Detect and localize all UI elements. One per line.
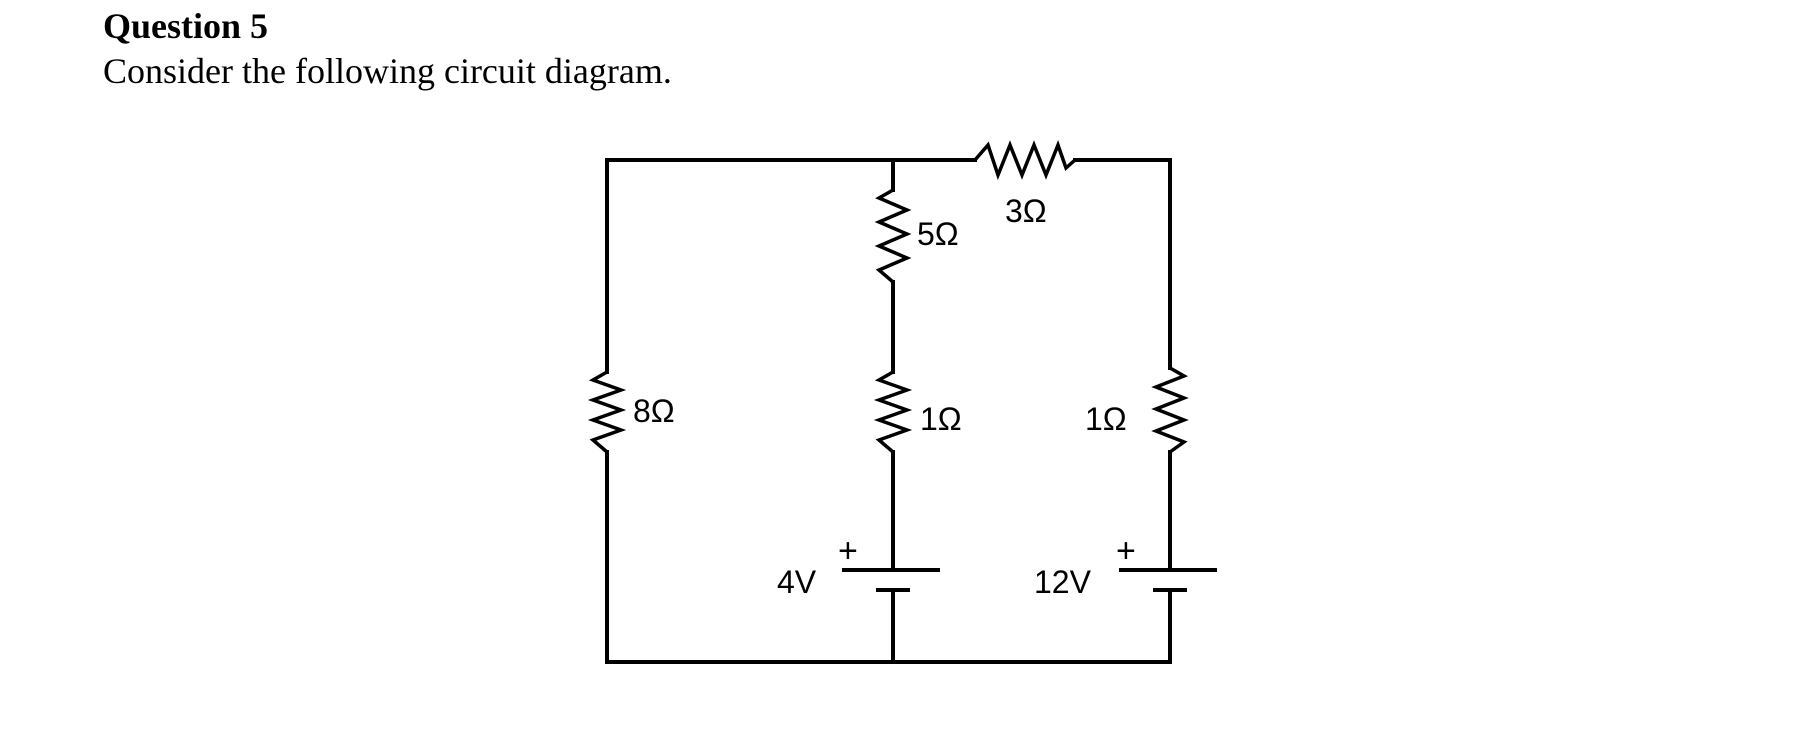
resistor-middle-bottom-zigzag (873, 370, 913, 454)
resistor-middle-top-zigzag (874, 188, 912, 284)
battery-right (1119, 568, 1217, 592)
resistor-right-zigzag (1151, 366, 1189, 454)
battery-middle-positive-sign: + (838, 532, 858, 570)
resistor-left-zigzag (587, 370, 627, 454)
battery-right-positive-sign: + (1116, 532, 1136, 570)
battery-middle-label: 4V (777, 564, 817, 600)
question-title: Question 5 (103, 6, 269, 46)
resistor-middle-bottom-label: 1Ω (920, 401, 962, 437)
wire-top-right (1073, 158, 1172, 370)
battery-right-label: 12V (1034, 564, 1092, 600)
battery-middle (842, 568, 940, 592)
resistor-top-zigzag (973, 140, 1077, 181)
resistor-left-label: 8Ω (633, 393, 675, 429)
question-prompt: Consider the following circuit diagram. (103, 51, 672, 91)
resistor-top-label: 3Ω (1005, 193, 1047, 229)
resistor-left (587, 370, 627, 454)
circuit-wires (605, 158, 1172, 664)
resistor-middle-top-label: 5Ω (917, 216, 959, 252)
resistor-middle-top (874, 188, 912, 284)
resistor-right (1151, 366, 1189, 454)
resistor-right-label: 1Ω (1085, 401, 1127, 437)
resistor-middle-bottom (873, 370, 913, 454)
resistor-top (973, 140, 1077, 181)
